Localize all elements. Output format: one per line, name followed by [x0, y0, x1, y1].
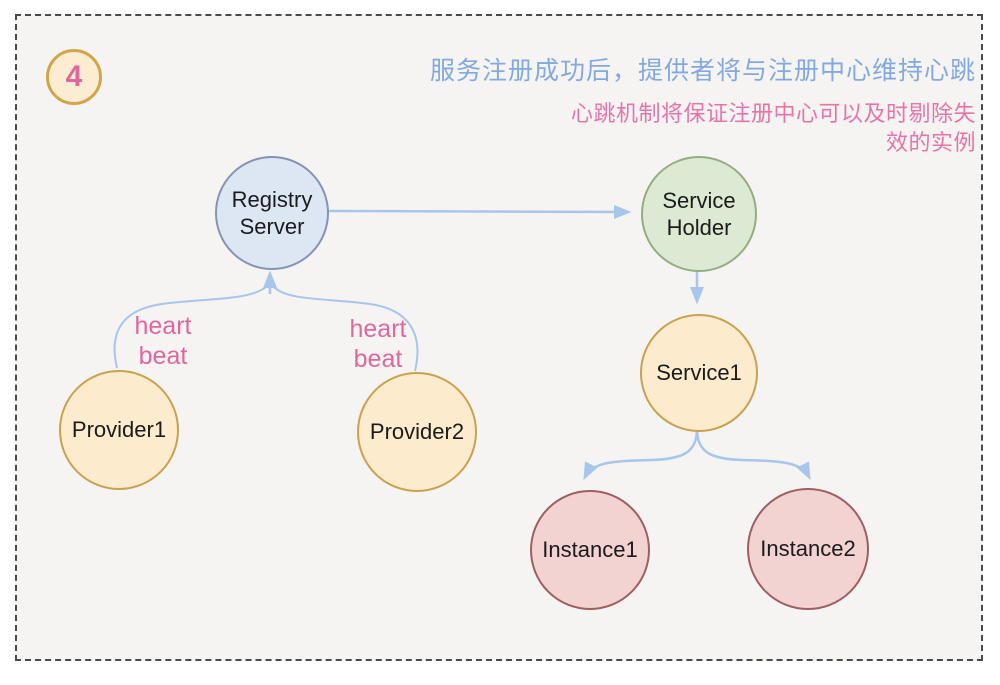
node-instance1-label: Instance1	[542, 537, 638, 563]
heartbeat-left-line1: heart	[134, 312, 192, 340]
step-number: 4	[65, 60, 83, 93]
node-service-holder-label-line2: Holder	[666, 215, 732, 240]
edge-provider2-to-registry	[273, 286, 419, 372]
node-instance1: Instance1	[530, 490, 650, 610]
node-registry-server-label-line1: Registry	[231, 186, 313, 212]
edge-registry-to-holder	[327, 204, 632, 219]
edge-provider1-to-registry	[113, 286, 267, 369]
heading-pink-line2: 效的实例	[885, 130, 976, 155]
edge-service1-to-instance2	[695, 428, 811, 481]
node-registry-server: Registry Server	[215, 156, 329, 270]
node-service-holder: Service Holder	[641, 156, 757, 272]
heartbeat-left-line2: beat	[138, 342, 188, 370]
node-provider2: Provider2	[357, 372, 477, 492]
heartbeat-right-line2: beat	[353, 345, 403, 373]
heartbeat-label-right: heart beat	[330, 314, 426, 374]
node-service-holder-label-line1: Service	[662, 187, 736, 213]
heading-pink-line1: 心跳机制将保证注册中心可以及时剔除失	[570, 101, 976, 126]
node-service1: Service1	[640, 314, 758, 432]
heartbeat-label-left: heart beat	[115, 311, 211, 371]
heartbeat-right-line1: heart	[349, 315, 407, 343]
edge-service1-to-instance1	[583, 428, 699, 481]
heading-pink: 心跳机制将保证注册中心可以及时剔除失 效的实例	[571, 99, 976, 157]
node-service1-label: Service1	[656, 360, 742, 386]
node-instance2: Instance2	[747, 488, 869, 610]
node-provider2-label: Provider2	[369, 419, 465, 445]
heading-blue: 服务注册成功后，提供者将与注册中心维持心跳	[429, 57, 976, 85]
step-badge: 4	[46, 49, 102, 105]
node-registry-server-label-line2: Server	[239, 214, 305, 239]
node-provider1: Provider1	[59, 370, 179, 490]
node-provider1-label: Provider1	[71, 417, 167, 443]
node-instance2-label: Instance2	[760, 536, 856, 562]
